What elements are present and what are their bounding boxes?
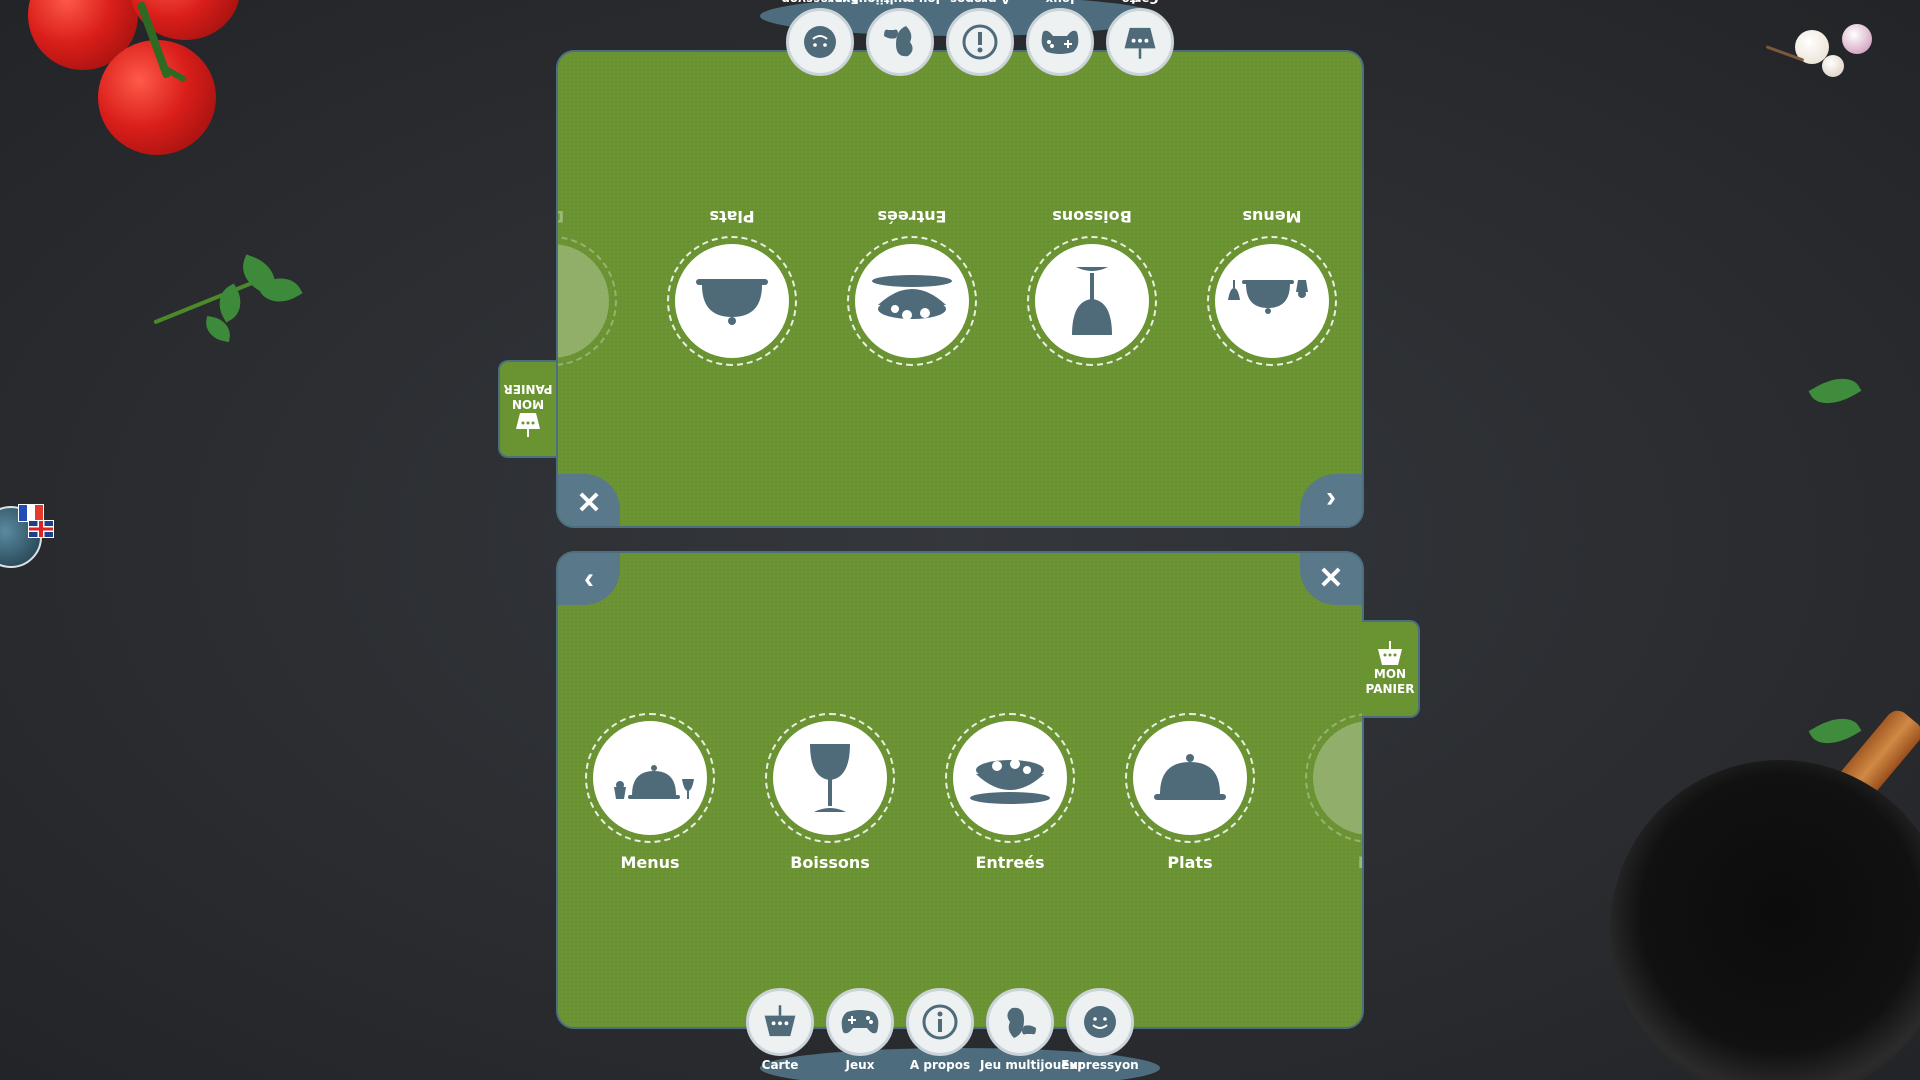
basket-tab-bottom[interactable]: MON PANIER: [1362, 620, 1420, 718]
nav-label: Carte: [761, 1058, 799, 1072]
gamepad-icon: [1041, 30, 1079, 54]
multiplayer-icon: [1007, 1007, 1036, 1038]
nav-label: Jeu multijoueur: [836, 0, 940, 6]
close-button[interactable]: ✕: [558, 474, 620, 526]
basket-icon: [1378, 641, 1402, 665]
nav-multijoueur-button[interactable]: Jeu multijoueur: [836, 0, 940, 76]
prev-button[interactable]: ‹: [1300, 474, 1362, 526]
basket-icon: [1124, 27, 1156, 59]
info-icon: [962, 24, 998, 60]
nav-apropos-button[interactable]: A propos: [940, 0, 1020, 76]
category-label: Menus: [1242, 207, 1302, 226]
smiley-icon: [1084, 1006, 1116, 1038]
nav-label: Expressyon: [1061, 1058, 1139, 1072]
category-boissons[interactable]: Boissons: [764, 713, 896, 872]
cloche-icon: [696, 279, 768, 325]
category-label: Entreés: [975, 853, 1045, 872]
basket-icon: [764, 1005, 796, 1037]
category-entrees[interactable]: Entreés: [846, 207, 978, 366]
multiplayer-icon: [884, 26, 913, 57]
cloche-icon: [1154, 754, 1226, 800]
leaf-decoration: [1808, 708, 1862, 754]
basket-tab-top[interactable]: MON PANIER: [498, 360, 556, 458]
nav-carte-button[interactable]: Carte: [740, 988, 820, 1072]
menu-panel-bottom: ‹ ✕ Menus Boissons: [556, 551, 1364, 1029]
menus-icon: [614, 765, 694, 799]
nav-apropos-button[interactable]: A propos: [900, 988, 980, 1072]
category-label: Entreés: [877, 207, 947, 226]
nav-expressyon-button[interactable]: Expressyon: [1060, 988, 1140, 1072]
menus-icon: [1228, 280, 1308, 314]
category-menus[interactable]: Menus: [584, 713, 716, 872]
basket-label-line1: MON: [1373, 667, 1407, 681]
menu-panel-top: ‹ ✕ Menus: [556, 50, 1364, 528]
category-label: Plats: [709, 207, 755, 226]
smiley-icon: [804, 26, 836, 58]
category-label: Plats: [1167, 853, 1213, 872]
nav-label: Jeu multijoueur: [980, 1058, 1084, 1072]
category-label: Menus: [620, 853, 680, 872]
info-icon: [922, 1004, 958, 1040]
category-label: De: [558, 207, 618, 226]
category-menus[interactable]: Menus: [1206, 207, 1338, 366]
category-plats[interactable]: Plats: [1124, 713, 1256, 872]
basket-label-line2: PANIER: [1365, 682, 1415, 696]
salad-bowl-icon: [970, 759, 1050, 804]
nav-label: Expressyon: [780, 0, 860, 6]
category-label: De: [1304, 853, 1362, 872]
nav-label: A propos: [940, 0, 1020, 6]
nav-carte-button[interactable]: Carte: [1100, 0, 1180, 76]
wine-glass-icon: [1072, 267, 1112, 335]
category-label: Boissons: [790, 853, 870, 872]
nav-multijoueur-button[interactable]: Jeu multijoueur: [980, 988, 1084, 1072]
nav-label: Jeux: [1020, 0, 1100, 6]
prev-button[interactable]: ‹: [558, 553, 620, 605]
nav-label: Jeux: [845, 1058, 875, 1072]
nav-jeux-button[interactable]: Jeux: [820, 988, 900, 1072]
nav-label: A propos: [909, 1058, 971, 1072]
category-plats[interactable]: Plats: [666, 207, 798, 366]
category-entrees[interactable]: Entreés: [944, 713, 1076, 872]
nav-expressyon-button[interactable]: Expressyon: [780, 0, 860, 76]
wine-glass-icon: [810, 744, 850, 812]
category-label: Boissons: [1052, 207, 1132, 226]
category-desserts-partial[interactable]: De: [558, 207, 618, 366]
basket-label-line1: MON: [511, 397, 545, 411]
salad-bowl-icon: [872, 275, 952, 320]
basket-icon: [516, 413, 540, 437]
category-boissons[interactable]: Boissons: [1026, 207, 1158, 366]
leaf-decoration: [1808, 368, 1862, 414]
nav-label: Carte: [1100, 0, 1180, 6]
frying-pan-decoration: [1610, 760, 1920, 1080]
basket-label-line2: PANIER: [503, 382, 553, 396]
nav-jeux-button[interactable]: Jeux: [1020, 0, 1100, 76]
uk-flag-icon[interactable]: [28, 520, 54, 538]
gamepad-icon: [841, 1010, 879, 1034]
category-desserts-partial[interactable]: De: [1304, 713, 1362, 872]
bottom-nav-bar: Carte Jeux A propos Jeu multijoueur Expr…: [740, 988, 1180, 1080]
close-button[interactable]: ✕: [1300, 553, 1362, 605]
top-nav-bar: Carte Jeux A propos Jeu multijoueur Expr…: [740, 0, 1180, 76]
